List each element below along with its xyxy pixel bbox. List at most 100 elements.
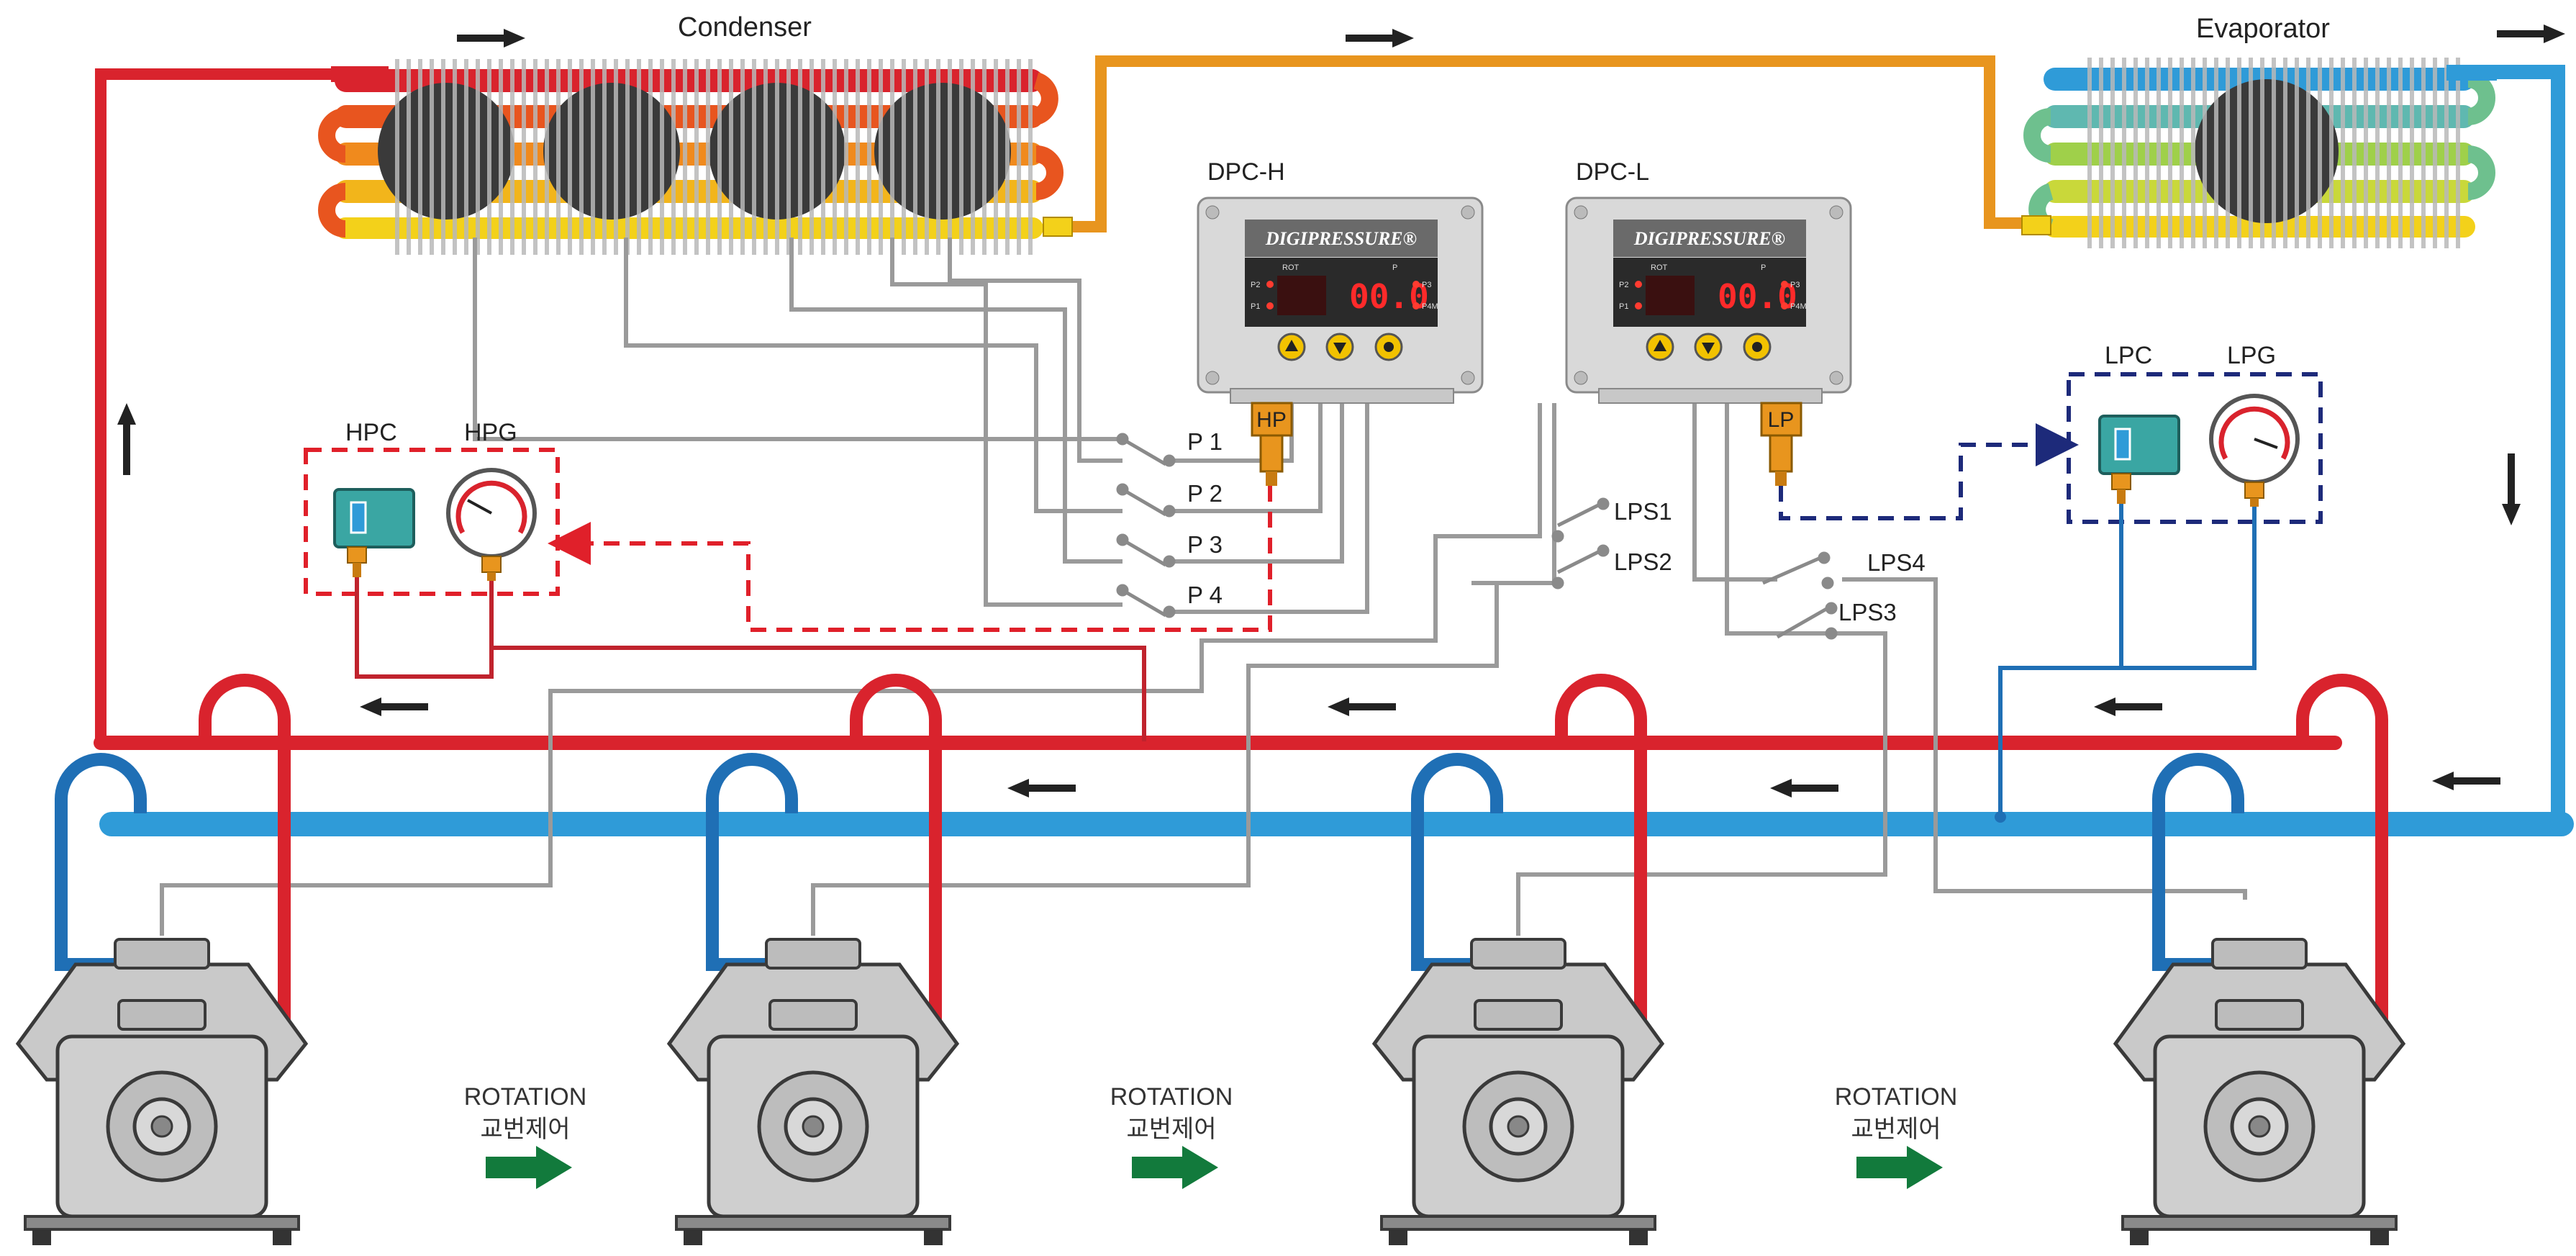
- compressor-1: [15, 674, 309, 1245]
- compressor-foot: [684, 1229, 702, 1245]
- compressor-foot: [32, 1229, 51, 1245]
- rotation-control-2: ROTATION 교번제어: [1110, 1083, 1233, 1189]
- lpc-pressure-switch: [2098, 415, 2180, 504]
- condenser: [318, 59, 1073, 255]
- rotation-arrow-icon: [1132, 1146, 1218, 1189]
- rotation-label: ROTATION: [1110, 1083, 1233, 1111]
- dpc-l-led-p3: P3: [1790, 281, 1800, 289]
- switch-label-p1: P 1: [1187, 428, 1223, 455]
- flow-arrow-right-icon: [1346, 29, 1414, 48]
- suction-valve: [765, 938, 861, 970]
- lp-label: LP: [1768, 408, 1795, 432]
- suction-valve: [114, 938, 210, 970]
- flow-arrow-left-icon: [1328, 697, 1396, 716]
- compressor-base: [675, 1215, 951, 1231]
- low-pressure-group-box: [2067, 372, 2323, 524]
- compressor-shaft: [802, 1115, 825, 1138]
- dpc-l-led-p2: P2: [1619, 281, 1628, 289]
- compressor-base: [24, 1215, 300, 1231]
- discharge-valve: [768, 999, 858, 1031]
- hp-label: HP: [1256, 408, 1287, 432]
- lpg-pressure-gauge: [2209, 394, 2300, 507]
- rotation-arrow-icon: [1856, 1146, 1943, 1189]
- suction-loop: [2152, 753, 2244, 971]
- suction-loop: [706, 753, 798, 971]
- condenser-label: Condenser: [678, 12, 812, 42]
- rotation-arrow-icon: [486, 1146, 572, 1189]
- compressor-foot: [924, 1229, 943, 1245]
- hpc-tube: [355, 577, 494, 679]
- flow-arrow-left-icon: [1770, 779, 1838, 798]
- dpc-l-controller: DIGIPRESSURE® ROT P 00.0 P2 P1 P3 P4M: [1565, 196, 1852, 404]
- liquid-line: [1065, 55, 2036, 232]
- flow-arrow-up-icon: [117, 403, 136, 475]
- discharge-loop: [1551, 674, 1647, 1025]
- suction-loop: [1411, 753, 1503, 971]
- dpc-h-controller: DIGIPRESSURE® ROT P 00.0 P2 P1 P3 P4M: [1197, 196, 1484, 404]
- flow-arrows: [117, 24, 2565, 798]
- dpc-h-label: DPC-H: [1207, 158, 1285, 186]
- discharge-loop: [2292, 674, 2388, 1025]
- hpg-label: HPG: [464, 419, 517, 446]
- rotation-label-ko: 교번제어: [1851, 1116, 1941, 1143]
- hpc-pressure-switch: [333, 488, 415, 577]
- dpc-l-led-p4m: P4M: [1790, 302, 1807, 311]
- hpg-pressure-gauge: [446, 468, 537, 581]
- low-pressure-switches: [1551, 497, 1838, 640]
- dpc-l-rot-label: ROT: [1651, 263, 1668, 272]
- rotation-label: ROTATION: [1835, 1083, 1958, 1111]
- lpg-label: LPG: [2227, 342, 2276, 369]
- rotation-label: ROTATION: [464, 1083, 587, 1111]
- compressor-shaft: [2248, 1115, 2271, 1138]
- dpc-h-led-p4m: P4M: [1422, 302, 1438, 311]
- flow-arrow-left-icon: [2432, 772, 2500, 790]
- compressor-shaft: [1507, 1115, 1530, 1138]
- dpc-l-p-label: P: [1761, 263, 1766, 272]
- compressor-foot: [2130, 1229, 2149, 1245]
- switch-label-p3: P 3: [1187, 531, 1223, 558]
- switch-label-lps3: LPS3: [1838, 599, 1897, 625]
- hpg-tube: [491, 646, 1146, 741]
- dpc-l-led-p1: P1: [1619, 302, 1628, 311]
- suction-valve: [2211, 938, 2308, 970]
- hpc-label: HPC: [345, 419, 397, 446]
- switch-label-lps1: LPS1: [1614, 498, 1672, 525]
- rotation-control-3: ROTATION 교번제어: [1835, 1083, 1958, 1189]
- compressor-foot: [1389, 1229, 1407, 1245]
- dpc-h-rot-label: ROT: [1282, 263, 1300, 272]
- compressor-2: [666, 674, 960, 1245]
- flow-arrow-down-icon: [2502, 453, 2521, 525]
- dpc-h-p-label: P: [1392, 263, 1397, 272]
- switch-label-lps4: LPS4: [1867, 549, 1926, 576]
- flow-arrow-right-icon: [457, 29, 525, 48]
- compressor-foot: [2370, 1229, 2389, 1245]
- compressor-base: [2121, 1215, 2398, 1231]
- suction-loop: [55, 753, 147, 971]
- dpc-l-label: DPC-L: [1576, 158, 1649, 186]
- lpc-tube: [2119, 504, 2257, 670]
- switch-label-p4: P 4: [1187, 582, 1223, 608]
- flow-arrow-right-icon: [2497, 24, 2565, 43]
- dpc-l-brand: DIGIPRESSURE®: [1633, 228, 1785, 249]
- switch-label-p2: P 2: [1187, 480, 1223, 507]
- lpg-tube: [1998, 666, 2121, 821]
- rotation-label-ko: 교번제어: [480, 1116, 570, 1143]
- hp-signal-dashed: [548, 486, 1272, 632]
- hp-fitting: HP: [1251, 402, 1293, 486]
- rotation-control-1: ROTATION 교번제어: [464, 1083, 587, 1189]
- suction-valve: [1470, 938, 1566, 970]
- lp-fitting: LP: [1760, 402, 1802, 486]
- dpc-h-led-p3: P3: [1422, 281, 1431, 289]
- discharge-valve: [117, 999, 207, 1031]
- flow-arrow-left-icon: [2094, 697, 2162, 716]
- discharge-valve: [1474, 999, 1563, 1031]
- lp-signal-dashed: [1779, 423, 2079, 520]
- discharge-valve: [2215, 999, 2304, 1031]
- dpc-h-led-p2: P2: [1251, 281, 1260, 289]
- dpc-h-led-p1: P1: [1251, 302, 1260, 311]
- compressor-bank: [15, 674, 2406, 1245]
- compressor-base: [1380, 1215, 1656, 1231]
- compressor-3: [1371, 674, 1665, 1245]
- compressor-foot: [273, 1229, 291, 1245]
